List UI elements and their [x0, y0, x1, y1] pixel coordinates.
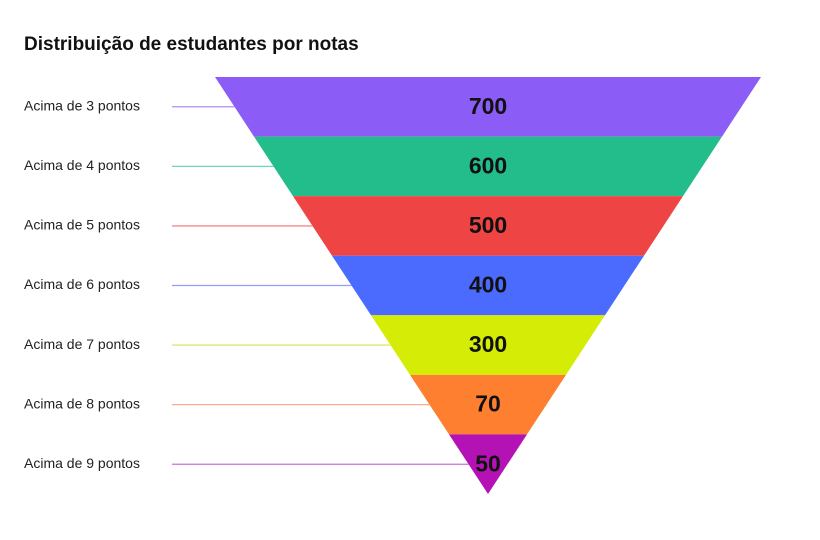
category-label: Acima de 6 pontos	[24, 276, 140, 292]
funnel-segment	[293, 196, 683, 256]
data-label: 50	[475, 450, 501, 476]
funnel-segment	[371, 315, 605, 375]
data-label: 700	[469, 93, 507, 119]
funnel-segment	[449, 434, 527, 494]
data-label: 600	[469, 152, 507, 178]
data-label: 500	[469, 212, 507, 238]
data-label: 300	[469, 331, 507, 357]
category-label: Acima de 9 pontos	[24, 455, 140, 471]
chart-title: Distribuição de estudantes por notas	[24, 34, 359, 55]
category-label: Acima de 7 pontos	[24, 336, 140, 352]
category-label: Acima de 3 pontos	[24, 97, 140, 113]
funnel-segment	[215, 77, 761, 137]
category-label: Acima de 8 pontos	[24, 395, 140, 411]
category-label: Acima de 4 pontos	[24, 157, 140, 173]
funnel-segment	[332, 255, 644, 316]
category-label: Acima de 5 pontos	[24, 217, 140, 233]
data-label: 400	[469, 272, 507, 298]
funnel-segment	[410, 374, 566, 435]
data-label: 70	[475, 391, 501, 417]
funnel-segment	[254, 136, 722, 197]
